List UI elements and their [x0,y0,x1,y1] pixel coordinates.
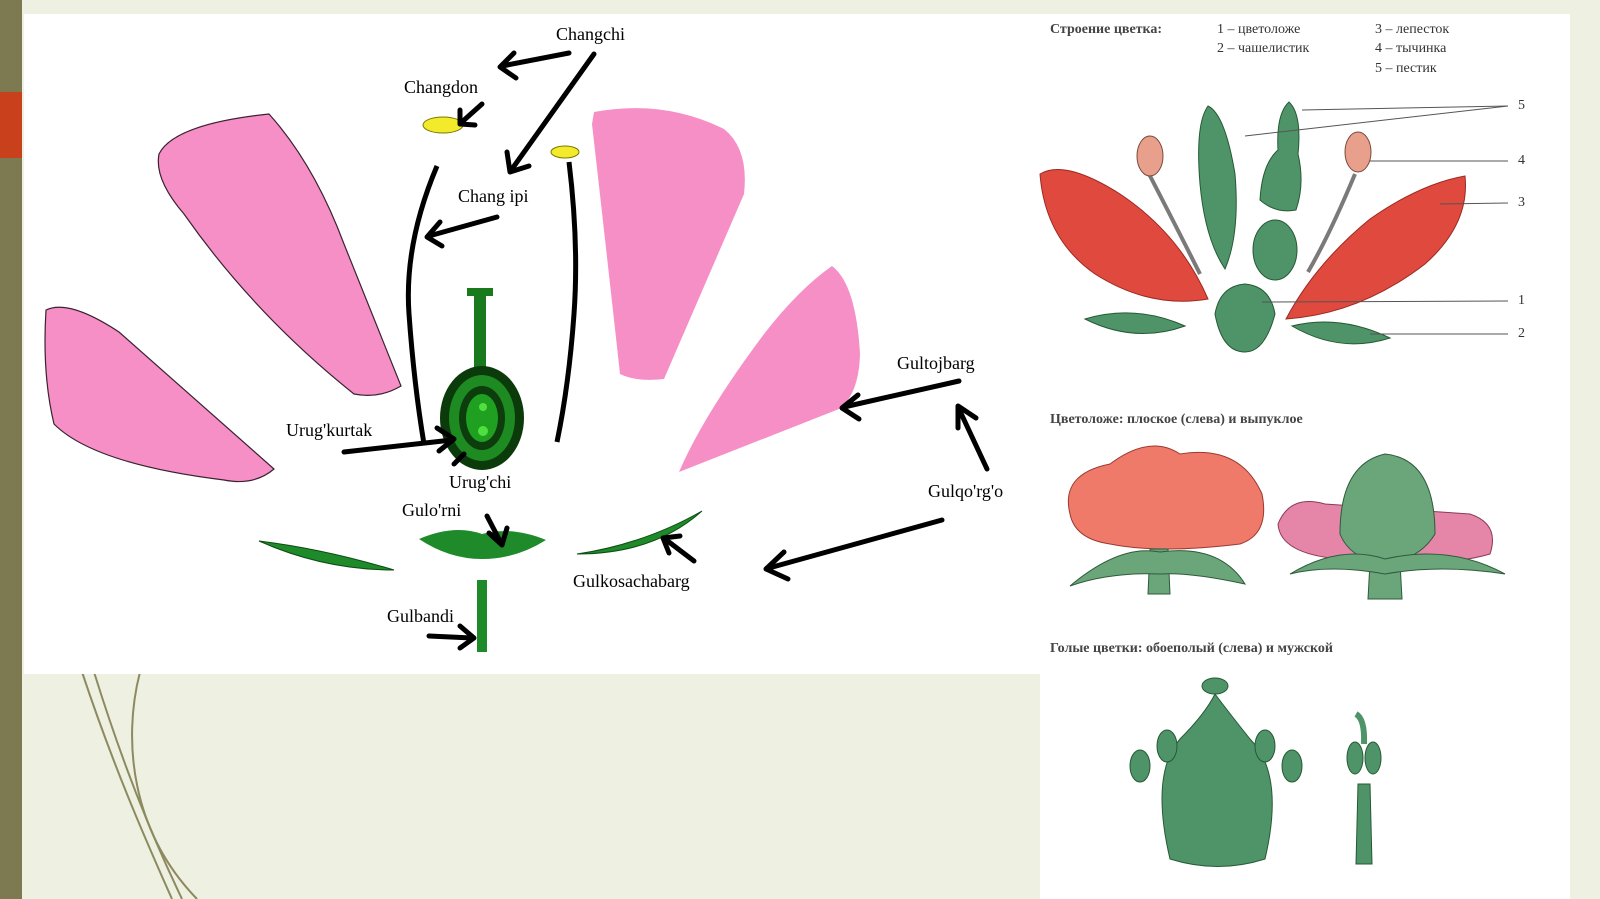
male-flower-anther-left [1346,741,1364,775]
stamen-right-filament [554,161,579,443]
ovary-core [466,394,498,442]
bisexual-stamen-4 [1281,749,1303,783]
arrow-urugkurtak [341,437,455,455]
label-urugchi: Urug'chi [449,472,512,492]
bisexual-flower-body [1161,693,1273,867]
arrow-changdon-head [457,107,478,128]
anther-right [550,145,580,159]
arrow-gulorni [484,513,504,546]
label-gultojbarg: Gultojbarg [897,353,975,373]
arrow-gulbandi-head [457,623,477,651]
ref-stamen-right [1306,173,1357,274]
pistil-stigma [467,288,493,296]
legend-item-3: 3 – лепесток [1375,22,1450,37]
bisexual-stamen-3 [1254,729,1276,763]
flower-diagram-panel: Changchi Changdon Chang ipi Urug'kurtak … [24,14,1040,674]
pistil-style [474,292,486,382]
receptacle-comparison [1067,445,1506,600]
flat-receptacle-sepals [1069,550,1247,587]
reference-illustrations [1039,101,1509,867]
naked-flowers [1129,677,1382,867]
arrow-changchi-2 [509,51,597,172]
decorative-swoosh [81,671,198,899]
ref-ovary-section [1252,219,1298,281]
ref-sepal-right [1290,321,1392,345]
sepal-left [258,540,395,571]
legend-item-4: 4 – тычинка [1375,41,1447,56]
flower-stalk [477,580,487,652]
label-gulbandi: Gulbandi [387,606,454,626]
slide-side-bar [0,0,22,899]
ovule-1 [479,403,487,411]
callout-2: 2 [1518,326,1525,341]
arrow-changdon [460,101,485,124]
arrow-gulqorgon-up [956,406,990,472]
ref-sepal-left [1083,312,1187,334]
legend-item-2: 2 – чашелистик [1217,41,1310,56]
reference-panel: Строение цветка: 1 – цветоложе 2 – чашел… [1039,14,1570,899]
sepal-right [576,510,703,555]
ref-anther-right [1344,131,1372,173]
structure-title: Строение цветка: [1050,22,1163,37]
stamen-left-filament [405,165,440,445]
petal-right [592,108,745,380]
anther-left [422,116,464,134]
label-gulqorgon: Gulqo'rg'o [928,481,1004,501]
callout-5: 5 [1518,98,1525,113]
male-flower-anther-right [1364,741,1382,775]
naked-flowers-caption: Голые цветки: обоеполый (слева) и мужско… [1050,641,1333,656]
callout-1: 1 [1518,293,1525,308]
ref-petal-left [1039,169,1209,302]
arrow-urugkurtak-head [434,425,457,454]
slide-accent-tab [0,92,22,158]
receptacle [419,530,546,559]
convex-receptacle-dome [1339,453,1436,565]
ovule-2 [478,426,488,436]
petal-left [157,113,402,396]
ref-petal-right [1285,175,1466,320]
ref-pistil-right [1259,101,1302,212]
label-changchi: Changchi [556,24,625,44]
convex-receptacle-sepals [1289,553,1506,575]
arrow-gulbandi [426,633,475,641]
legend-item-5: 5 – пестик [1375,61,1437,76]
bisexual-stamen-1 [1129,749,1151,783]
petal-far-left [44,306,275,483]
label-changipi: Chang ipi [458,186,529,206]
ref-anther-left [1136,135,1164,177]
arrow-gulkosachabarg-head [660,533,683,556]
arrow-gulorni-head [486,525,510,548]
male-flower-filament [1354,711,1368,745]
arrow-gulqorgon-left-head [763,549,791,582]
label-gulorni: Gulo'rni [402,500,462,520]
callout-4: 4 [1518,153,1525,168]
callout-3: 3 [1518,195,1525,210]
label-changdon: Changdon [404,77,478,97]
arrow-urugchi [451,451,467,467]
receptacle-caption: Цветоложе: плоское (слева) и выпуклое [1050,412,1303,427]
arrow-gulkosachabarg [662,536,697,564]
ref-stamen-left [1146,171,1202,275]
flat-receptacle-petals [1067,445,1265,550]
label-gulkosachabarg: Gulkosachabarg [573,571,690,591]
arrow-changipi-head [424,219,445,249]
arrow-changipi [426,214,500,239]
bisexual-flower-stigma [1201,677,1229,695]
arrow-changchi-2-head [504,149,532,175]
ref-pistil-left [1198,105,1237,271]
arrow-gulqorgon-left [766,517,945,571]
label-urugkurtak: Urug'kurtak [286,420,373,440]
arrow-gulqorgon-up-head [955,403,979,431]
legend-item-1: 1 – цветоложе [1217,22,1301,37]
arrow-gultojbarg-head [839,392,862,422]
arrow-changchi-1-head [497,50,519,81]
bisexual-stamen-2 [1156,729,1178,763]
arrow-gultojbarg [841,378,962,410]
petal-far-right [679,266,860,472]
exploded-flower [1039,101,1509,353]
flower-diagram [44,50,990,652]
arrow-changchi-1 [499,50,572,69]
ref-receptacle [1214,283,1276,353]
male-flower-stem [1355,783,1373,865]
